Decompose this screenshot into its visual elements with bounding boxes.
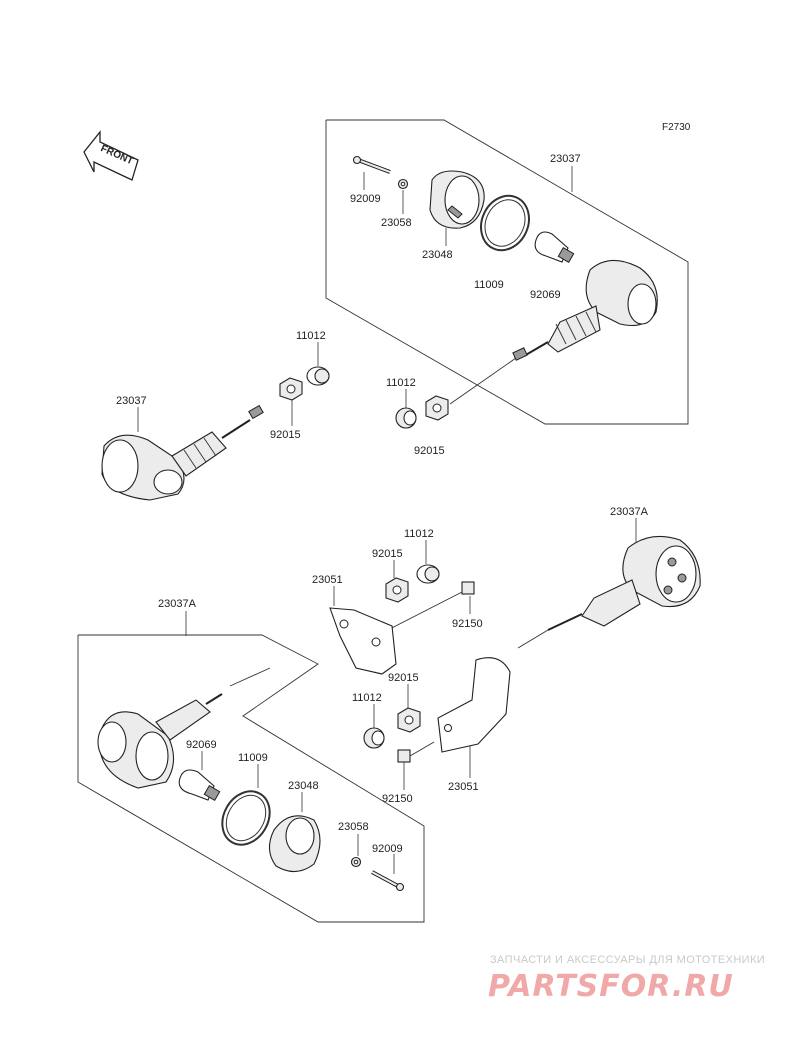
label-23037-left: 23037 bbox=[116, 395, 147, 407]
label-23051-b: 23051 bbox=[448, 781, 479, 793]
label-92069-top: 92069 bbox=[530, 289, 561, 301]
label-11012-a: 11012 bbox=[296, 330, 326, 342]
nut-92015-d bbox=[397, 707, 421, 733]
label-92009-top: 92009 bbox=[350, 193, 381, 205]
nut-92015-b bbox=[425, 395, 449, 421]
turn-signal-23037A-left bbox=[97, 667, 271, 789]
label-92015-c: 92015 bbox=[372, 548, 403, 560]
nut-23058-top bbox=[397, 178, 409, 190]
label-92009-bottom: 92009 bbox=[372, 843, 403, 855]
grommet-11012-a bbox=[306, 366, 330, 386]
label-92015-a: 92015 bbox=[270, 429, 301, 441]
figure-code: F2730 bbox=[662, 122, 691, 133]
label-23037-top: 23037 bbox=[550, 153, 581, 165]
lens-housing-23048-top bbox=[429, 170, 485, 229]
label-23048-top: 23048 bbox=[422, 249, 453, 261]
group-frame-top bbox=[325, 119, 689, 425]
nut-92015-c bbox=[385, 577, 409, 603]
grommet-11012-d bbox=[363, 727, 385, 749]
screw-92009-bottom bbox=[371, 870, 405, 892]
label-92015-d: 92015 bbox=[388, 672, 419, 684]
watermark-tagline: ЗАПЧАСТИ И АКСЕССУАРЫ ДЛЯ МОТОТЕХНИКИ bbox=[490, 954, 765, 966]
grommet-11012-b bbox=[395, 407, 417, 429]
leader-lines bbox=[137, 166, 637, 874]
label-11012-d: 11012 bbox=[352, 692, 382, 704]
label-92150-a: 92150 bbox=[452, 618, 483, 630]
label-11012-c: 11012 bbox=[404, 528, 434, 540]
front-arrow-icon: FRONT bbox=[83, 130, 139, 181]
bulb-92069-top bbox=[534, 231, 575, 264]
label-11009-bottom: 11009 bbox=[238, 752, 268, 764]
turn-signal-23037A-right bbox=[517, 535, 701, 649]
turn-signal-23037-left bbox=[101, 404, 264, 501]
bracket-23051-a bbox=[329, 607, 397, 675]
group-frame-bottom bbox=[77, 634, 425, 923]
bolt-92150-b bbox=[397, 741, 435, 763]
label-23048-bottom: 23048 bbox=[288, 780, 319, 792]
nut-92015-a bbox=[279, 377, 303, 401]
screw-92009-top bbox=[352, 155, 391, 174]
label-92069-bottom: 92069 bbox=[186, 739, 217, 751]
watermark-brand: PARTSFOR.RU bbox=[488, 969, 734, 1004]
label-11012-b: 11012 bbox=[386, 377, 416, 389]
lens-housing-23048-bottom bbox=[268, 815, 321, 873]
label-23051-a: 23051 bbox=[312, 574, 343, 586]
gasket-11009-bottom bbox=[221, 790, 271, 846]
label-23037A-left: 23037A bbox=[158, 598, 197, 610]
nut-23058-bottom bbox=[350, 856, 362, 868]
label-23037A-right: 23037A bbox=[610, 506, 649, 518]
bolt-92150-a bbox=[379, 581, 475, 635]
label-11009-top: 11009 bbox=[474, 279, 504, 291]
bulb-92069-bottom bbox=[178, 769, 221, 802]
grommet-11012-c bbox=[416, 564, 440, 584]
label-23058-bottom: 23058 bbox=[338, 821, 369, 833]
label-92015-b: 92015 bbox=[414, 445, 445, 457]
turn-signal-23037-top bbox=[449, 259, 658, 405]
gasket-11009-top bbox=[480, 194, 530, 252]
label-23058-top: 23058 bbox=[381, 217, 412, 229]
bracket-23051-b bbox=[437, 657, 511, 753]
label-92150-b: 92150 bbox=[382, 793, 413, 805]
